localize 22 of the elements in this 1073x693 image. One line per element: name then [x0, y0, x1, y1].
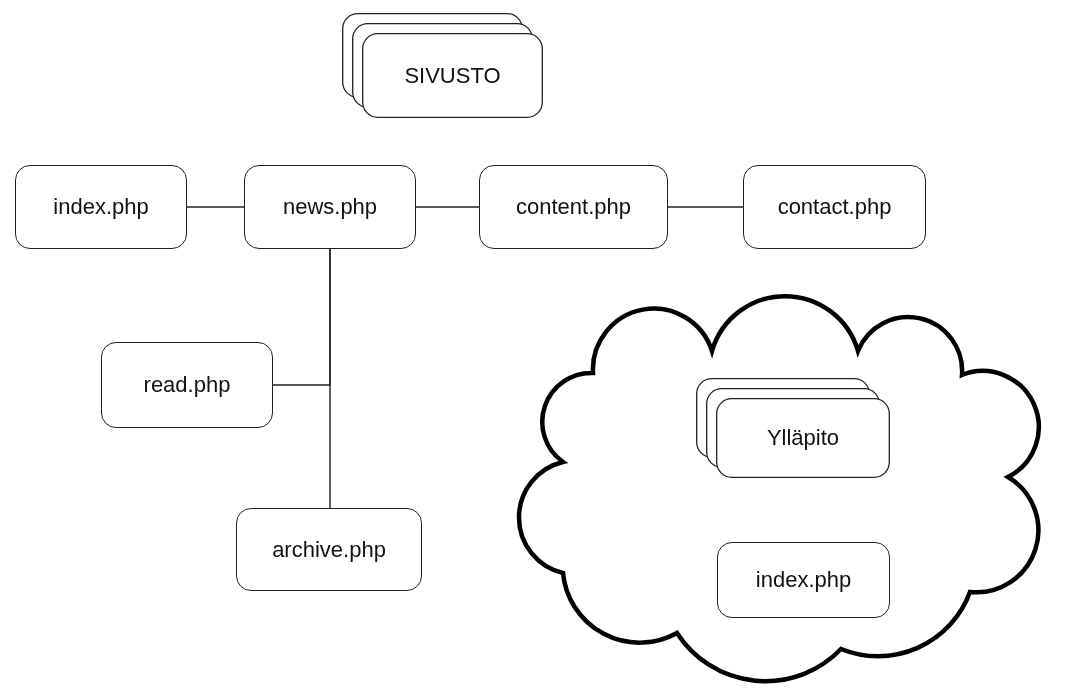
- page-box: [236, 508, 422, 591]
- connector-line: [667, 206, 744, 208]
- page-label: index.php: [755, 567, 852, 593]
- page-box: [15, 165, 187, 249]
- page-label: contact.php: [777, 194, 892, 220]
- page-label: archive.php: [272, 536, 386, 563]
- page-label: news.php: [282, 194, 378, 220]
- page-box: [717, 542, 890, 618]
- connector-line: [329, 248, 331, 509]
- page-label: index.php: [53, 194, 149, 220]
- page-label: Ylläpito: [766, 425, 840, 451]
- stacked-page-box: [342, 13, 543, 118]
- page-box: [743, 165, 926, 249]
- connector-line: [415, 206, 480, 208]
- page-label: read.php: [143, 372, 231, 398]
- page-box: [244, 165, 416, 249]
- page-label: content.php: [516, 194, 631, 220]
- connector-line: [186, 206, 245, 208]
- page-label: SIVUSTO: [404, 62, 501, 89]
- page-box: [479, 165, 668, 249]
- page-box: [101, 342, 273, 428]
- stacked-page-box: [696, 378, 890, 478]
